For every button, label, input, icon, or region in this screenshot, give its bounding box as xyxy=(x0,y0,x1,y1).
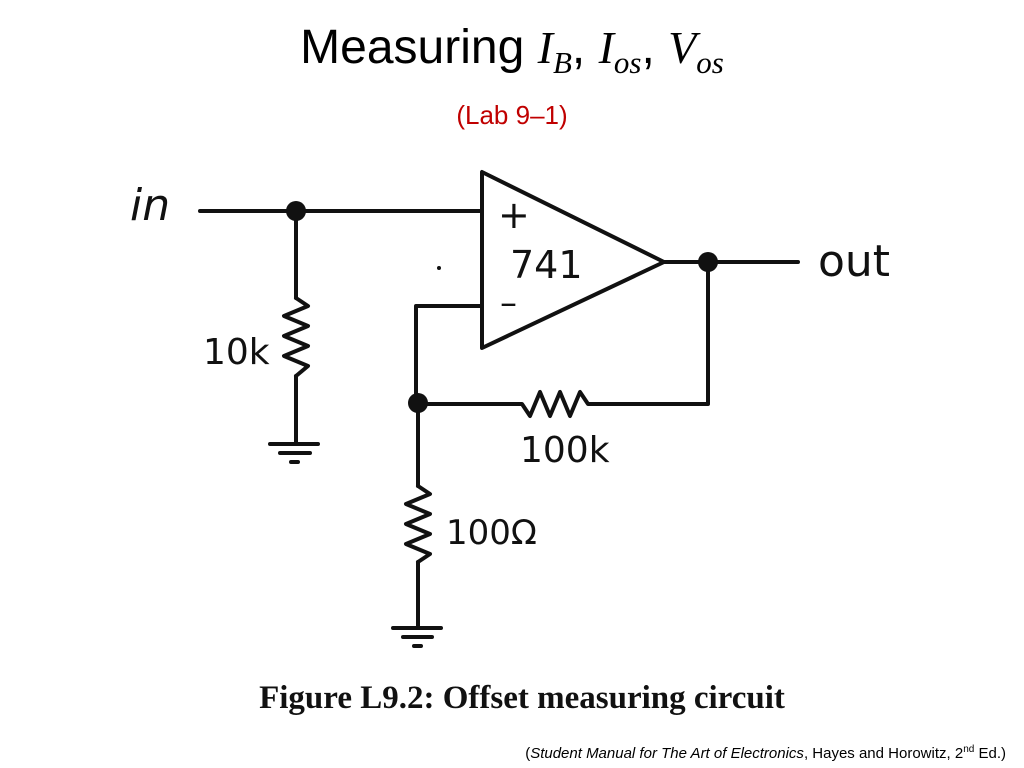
title-separator: , xyxy=(641,21,669,74)
label-resistor-100k: 100k xyxy=(520,430,610,471)
figure-caption: Figure L9.2: Offset measuring circuit xyxy=(259,680,785,716)
source-book-title: Student Manual for The Art of Electronic… xyxy=(530,745,804,762)
title-subscript-b: B xyxy=(552,45,572,80)
resistor-10k xyxy=(282,296,310,378)
title-separator: , xyxy=(571,21,599,74)
slide-title: Measuring IB, Ios, Vos xyxy=(0,21,1024,79)
source-close: Ed.) xyxy=(974,745,1006,762)
slide-subtitle: (Lab 9–1) xyxy=(456,100,568,130)
source-authors: , Hayes and Horowitz, 2 xyxy=(803,745,964,762)
resistor-100-ohm xyxy=(404,484,432,564)
junction-dot-output xyxy=(698,252,718,272)
ground-symbol-left xyxy=(268,442,320,464)
label-in: in xyxy=(130,180,170,231)
title-subscript-os: os xyxy=(613,45,642,80)
junction-dot-input xyxy=(286,201,306,221)
source-citation: (Student Manual for The Art of Electroni… xyxy=(525,744,1006,762)
opamp-triangle xyxy=(480,170,666,350)
title-prefix: Measuring xyxy=(300,21,538,74)
source-edition-superscript: nd xyxy=(963,744,975,755)
inverting-input-wire xyxy=(414,304,484,406)
label-minus-input: – xyxy=(500,283,517,323)
title-symbol-i-os: I xyxy=(598,22,614,73)
resistor-100k xyxy=(516,390,602,418)
label-resistor-10k: 10k xyxy=(203,332,270,373)
feedback-wire-right xyxy=(598,260,710,406)
title-symbol-i: I xyxy=(537,22,553,73)
label-resistor-100-ohm: 100Ω xyxy=(446,513,537,553)
ground-symbol-bottom xyxy=(391,626,443,648)
label-opamp-741: 741 xyxy=(510,243,583,287)
title-symbol-v: V xyxy=(668,22,697,73)
stray-dot xyxy=(437,266,441,270)
label-plus-input: + xyxy=(498,193,530,237)
source-open-paren: ( xyxy=(525,745,531,762)
title-subscript-v-os: os xyxy=(696,45,724,80)
label-out: out xyxy=(818,236,890,287)
junction-dot-inverting xyxy=(408,393,428,413)
